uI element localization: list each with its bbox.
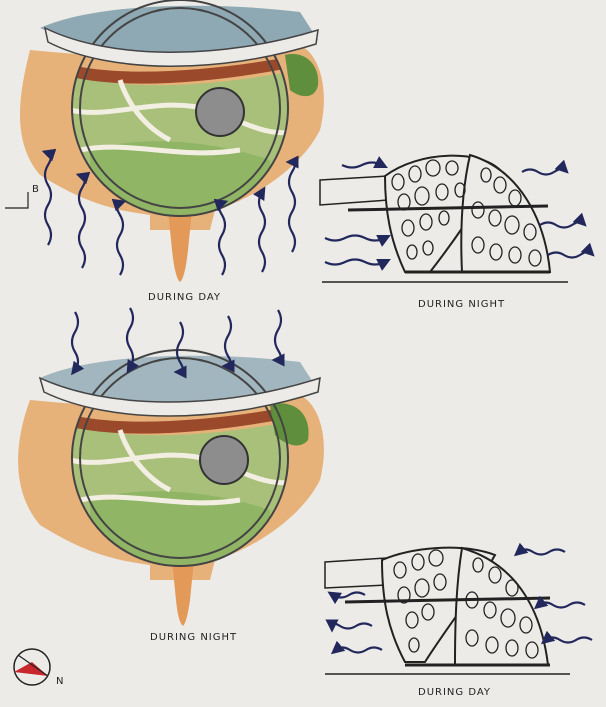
label-during-day-plan: DURING DAY [148, 292, 221, 303]
section-marker [5, 192, 28, 208]
section-marker-label: B [32, 184, 40, 195]
north-label: N [56, 676, 64, 687]
section-during-day [325, 548, 592, 674]
section-during-night [320, 155, 590, 282]
grey-pond-bottom [200, 436, 248, 484]
shell-night-right [461, 155, 550, 272]
label-during-night-section: DURING NIGHT [418, 299, 505, 310]
plan-during-night: DURING NIGHT [18, 308, 324, 643]
stem-bottom [172, 560, 194, 626]
stem-top [168, 210, 192, 282]
label-during-night-plan: DURING NIGHT [150, 632, 237, 643]
roof-cantilever-night [320, 176, 388, 205]
roof-cantilever-day [325, 558, 386, 588]
label-during-day-section: DURING DAY [418, 687, 491, 698]
compass-icon [14, 649, 50, 685]
grey-pond-top [196, 88, 244, 136]
plan-during-day: B DURING DAY [5, 0, 324, 303]
